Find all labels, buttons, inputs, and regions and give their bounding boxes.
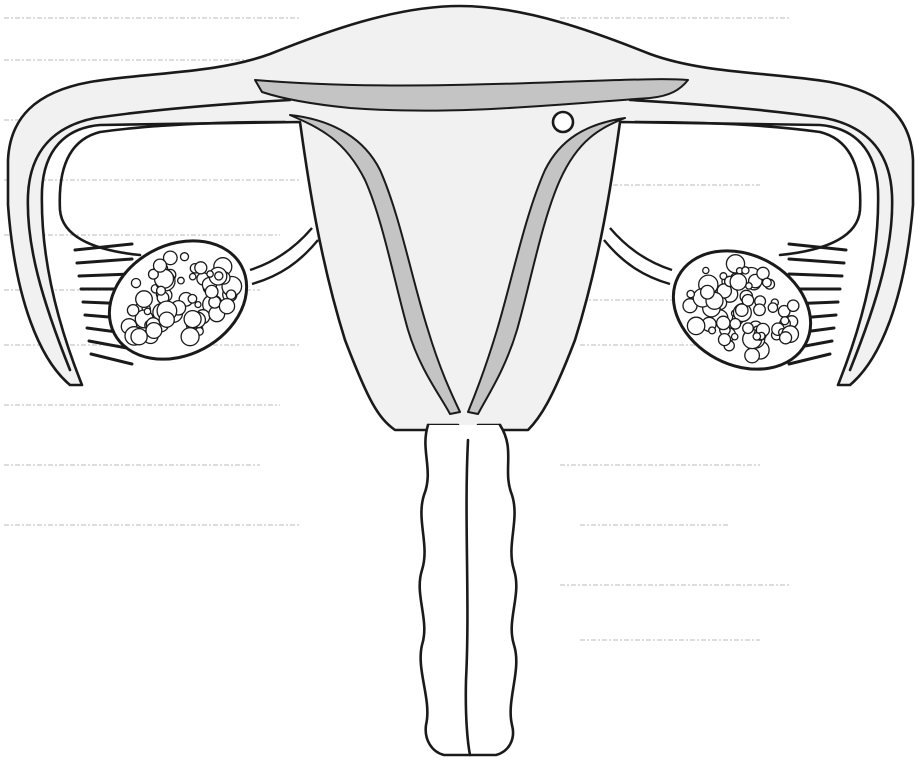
follicle bbox=[195, 262, 207, 274]
follicle bbox=[159, 312, 174, 327]
follicle bbox=[144, 308, 150, 314]
ovum bbox=[553, 112, 573, 132]
follicle bbox=[753, 333, 760, 340]
follicle bbox=[195, 302, 201, 308]
fimbria bbox=[91, 354, 132, 364]
fimbria bbox=[789, 274, 842, 276]
follicle bbox=[781, 317, 789, 325]
follicle bbox=[219, 299, 234, 314]
follicle bbox=[178, 277, 185, 284]
follicle bbox=[188, 295, 197, 304]
ovarian-ligament-left bbox=[250, 228, 318, 284]
follicle bbox=[205, 285, 218, 298]
follicle bbox=[131, 329, 147, 345]
follicle bbox=[701, 285, 715, 299]
follicle bbox=[780, 332, 792, 344]
follicle bbox=[190, 274, 196, 280]
follicle bbox=[732, 334, 738, 340]
follicle bbox=[717, 316, 730, 329]
follicle bbox=[215, 272, 223, 280]
follicle bbox=[131, 279, 140, 288]
follicle bbox=[181, 328, 199, 346]
follicle bbox=[687, 317, 704, 334]
fimbria bbox=[789, 259, 844, 263]
follicle bbox=[184, 311, 201, 328]
follicle bbox=[788, 300, 799, 311]
follicle bbox=[742, 267, 749, 274]
follicle bbox=[687, 290, 694, 297]
follicle bbox=[207, 271, 213, 277]
follicle bbox=[746, 283, 752, 289]
ovary-left bbox=[89, 218, 268, 383]
follicle bbox=[709, 327, 716, 334]
follicle bbox=[730, 319, 741, 330]
follicle bbox=[154, 259, 167, 272]
ovarian-ligament-right bbox=[604, 228, 672, 284]
follicle bbox=[157, 286, 166, 295]
follicle bbox=[730, 274, 746, 290]
follicle bbox=[136, 291, 153, 308]
follicle bbox=[703, 267, 709, 273]
follicle bbox=[181, 253, 189, 261]
follicle bbox=[127, 305, 138, 316]
follicle bbox=[719, 334, 731, 346]
follicle bbox=[146, 323, 162, 339]
follicle bbox=[754, 304, 766, 316]
follicle bbox=[736, 304, 748, 316]
follicle bbox=[763, 278, 772, 287]
follicle bbox=[743, 323, 754, 334]
follicle bbox=[745, 348, 760, 363]
follicle bbox=[768, 303, 777, 312]
fimbria bbox=[77, 259, 132, 263]
